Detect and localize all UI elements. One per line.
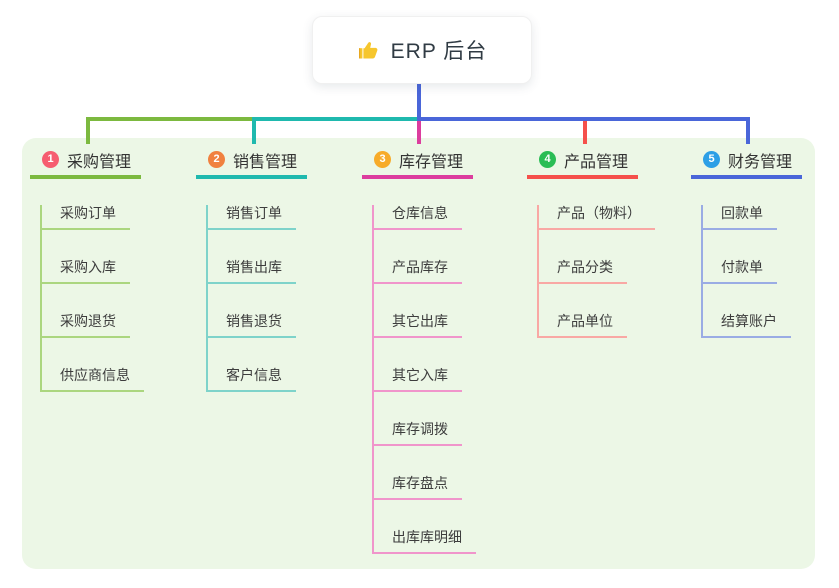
branch-header-label: 产品管理 [564,153,629,171]
mindmap-panel [22,138,815,569]
branch-number-badge: 5 [703,151,720,168]
branch-children-finance: 回款单 付款单 结算账户 [701,205,802,338]
branch-header-label: 销售管理 [233,153,298,171]
root-title: ERP 后台 [390,40,488,63]
thumbs-up-icon [357,38,381,62]
branch-header-label: 库存管理 [399,153,464,171]
node-product-material[interactable]: 产品（物料） [539,205,655,230]
node-other-inbound[interactable]: 其它入库 [374,367,462,392]
connector-drop-product [583,121,587,144]
branch-number-badge: 2 [208,151,225,168]
branch-product: 4 产品管理 产品（物料） 产品分类 产品单位 [527,148,655,338]
node-sales-outbound[interactable]: 销售出库 [208,259,296,284]
branch-children-inventory: 仓库信息 产品库存 其它出库 其它入库 库存调拨 库存盘点 出库库明细 [372,205,476,554]
node-other-outbound[interactable]: 其它出库 [374,313,462,338]
branch-header-label: 财务管理 [728,153,793,171]
connector-trunk-purchase [86,117,254,121]
connector-drop-purchase [86,119,90,144]
branch-number-badge: 4 [539,151,556,168]
branch-purchase: 1 采购管理 采购订单 采购入库 采购退货 供应商信息 [30,148,144,392]
branch-header-inventory[interactable]: 3 库存管理 [362,148,474,179]
node-sales-return[interactable]: 销售退货 [208,313,296,338]
branch-header-product[interactable]: 4 产品管理 [527,148,639,179]
node-purchase-order[interactable]: 采购订单 [42,205,130,230]
node-customer-info[interactable]: 客户信息 [208,367,296,392]
node-product-unit[interactable]: 产品单位 [539,313,627,338]
connector-drop-inventory [417,121,421,144]
branch-finance: 5 财务管理 回款单 付款单 结算账户 [691,148,803,338]
node-stock-transfer[interactable]: 库存调拨 [374,421,462,446]
node-outbound-detail[interactable]: 出库库明细 [374,529,476,554]
node-warehouse-info[interactable]: 仓库信息 [374,205,462,230]
node-product-stock[interactable]: 产品库存 [374,259,462,284]
root-node[interactable]: ERP 后台 [312,16,532,84]
node-sales-order[interactable]: 销售订单 [208,205,296,230]
connector-drop-sales [252,119,256,144]
branch-header-finance[interactable]: 5 财务管理 [691,148,803,179]
branch-sales: 2 销售管理 销售订单 销售出库 销售退货 客户信息 [196,148,308,392]
connector-drop-finance [746,119,750,144]
node-product-category[interactable]: 产品分类 [539,259,627,284]
node-payment-doc[interactable]: 付款单 [703,259,777,284]
branch-header-label: 采购管理 [67,153,132,171]
node-purchase-return[interactable]: 采购退货 [42,313,130,338]
node-stock-check[interactable]: 库存盘点 [374,475,462,500]
branch-header-sales[interactable]: 2 销售管理 [196,148,308,179]
connector-root-vertical [417,82,421,118]
branch-children-purchase: 采购订单 采购入库 采购退货 供应商信息 [40,205,144,392]
branch-number-badge: 1 [42,151,59,168]
branch-header-purchase[interactable]: 1 采购管理 [30,148,142,179]
node-receipt-doc[interactable]: 回款单 [703,205,777,230]
connector-trunk-finance [417,117,750,121]
node-settlement-account[interactable]: 结算账户 [703,313,791,338]
connector-trunk-sales [252,117,417,121]
branch-children-product: 产品（物料） 产品分类 产品单位 [537,205,655,338]
branch-children-sales: 销售订单 销售出库 销售退货 客户信息 [206,205,307,392]
branch-number-badge: 3 [374,151,391,168]
node-supplier-info[interactable]: 供应商信息 [42,367,144,392]
node-purchase-inbound[interactable]: 采购入库 [42,259,130,284]
branch-inventory: 3 库存管理 仓库信息 产品库存 其它出库 其它入库 库存调拨 库存盘点 出库库… [362,148,476,554]
